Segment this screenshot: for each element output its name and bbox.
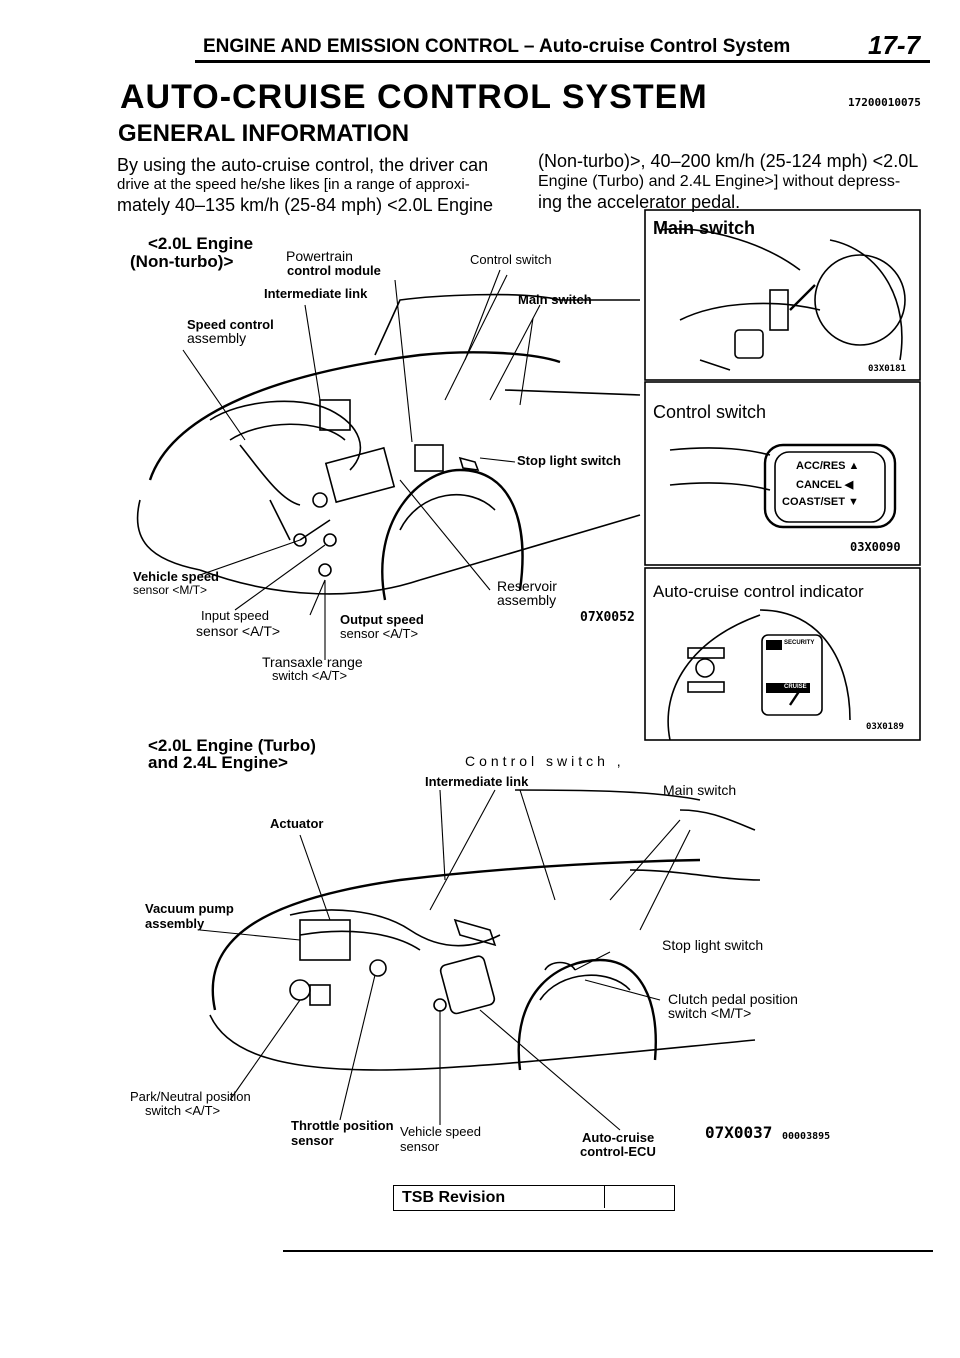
label-speed-control-1: Speed control bbox=[187, 317, 274, 332]
label-intermediate-link-2: Intermediate link bbox=[425, 774, 529, 789]
control-switch-acc-res: ACC/RES ▲ bbox=[796, 460, 860, 472]
header-rule bbox=[195, 60, 930, 63]
footer-rule bbox=[283, 1250, 933, 1252]
indicator-security-badge: SECURITY bbox=[784, 640, 815, 646]
tsb-revision-box: TSB Revision bbox=[393, 1185, 675, 1211]
panel-control-switch-code: 03X0090 bbox=[850, 540, 901, 554]
label-speed-control-2: assembly bbox=[187, 330, 247, 346]
para-line-4: (Non-turbo)>, 40–200 km/h (25-124 mph) <… bbox=[538, 151, 919, 171]
label-reservoir-1: Reservoir bbox=[497, 578, 557, 594]
section-subtitle: GENERAL INFORMATION bbox=[118, 120, 410, 147]
label-park-neutral-2: switch <A/T> bbox=[145, 1103, 221, 1118]
indicator-cruise-badge: CRUISE bbox=[784, 684, 807, 690]
label-throttle-1: Throttle position bbox=[291, 1118, 394, 1133]
label-auto-cruise-ecu-1: Auto-cruise bbox=[582, 1130, 655, 1145]
label-park-neutral-1: Park/Neutral position bbox=[130, 1089, 251, 1104]
panel-indicator-code: 03X0189 bbox=[866, 722, 904, 732]
label-throttle-2: sensor bbox=[291, 1133, 334, 1148]
diagram1-heading-line2: (Non-turbo)> bbox=[130, 252, 234, 271]
diagram1-heading-line1: <2.0L Engine bbox=[148, 234, 254, 253]
diagram2-code-2: 00003895 bbox=[782, 1131, 831, 1142]
label-stop-light-switch-1: Stop light switch bbox=[517, 453, 621, 468]
para-line-2: drive at the speed he/she likes [in a ra… bbox=[117, 176, 470, 193]
label-clutch-1: Clutch pedal position bbox=[668, 991, 798, 1007]
panel-indicator-label: Auto-cruise control indicator bbox=[653, 582, 864, 601]
label-output-speed-2: sensor <A/T> bbox=[340, 626, 419, 641]
para-line-1: By using the auto-cruise control, the dr… bbox=[117, 155, 489, 175]
diagram2-code: 07X0037 bbox=[705, 1123, 773, 1142]
label-powertrain-1: Powertrain bbox=[286, 248, 353, 264]
label-vehicle-speed-3: Vehicle speed bbox=[400, 1124, 481, 1139]
label-reservoir-2: assembly bbox=[497, 592, 557, 608]
label-actuator: Actuator bbox=[270, 816, 324, 831]
label-control-switch-2: Control switch , bbox=[465, 753, 625, 769]
diagram1-code: 07X0052 bbox=[580, 610, 635, 625]
label-control-switch-1: Control switch bbox=[470, 252, 552, 267]
label-intermediate-link-1: Intermediate link bbox=[264, 286, 368, 301]
control-switch-coast-set: COAST/SET ▼ bbox=[782, 496, 859, 508]
panel-control-switch-label: Control switch bbox=[653, 402, 767, 422]
label-main-switch-2: Main switch bbox=[663, 782, 737, 798]
page-title: AUTO-CRUISE CONTROL SYSTEM bbox=[120, 78, 708, 116]
section-header: ENGINE AND EMISSION CONTROL – Auto-cruis… bbox=[203, 36, 791, 57]
label-transaxle-2: switch <A/T> bbox=[272, 668, 348, 683]
diagram2-heading-line2: and 2.4L Engine> bbox=[148, 753, 288, 772]
label-vehicle-speed-1: Vehicle speed bbox=[133, 569, 219, 584]
label-powertrain-2: control module bbox=[287, 263, 381, 278]
tsb-divider bbox=[604, 1186, 605, 1208]
label-clutch-2: switch <M/T> bbox=[668, 1005, 752, 1021]
control-switch-cancel: CANCEL ◀ bbox=[796, 479, 854, 491]
label-vacuum-pump-2: assembly bbox=[145, 916, 205, 931]
label-stop-light-switch-2: Stop light switch bbox=[662, 937, 764, 953]
label-output-speed-1: Output speed bbox=[340, 612, 424, 627]
tsb-revision-label: TSB Revision bbox=[402, 1189, 506, 1206]
diagram2-heading-line1: <2.0L Engine (Turbo) bbox=[148, 736, 316, 755]
label-vehicle-speed-2: sensor <M/T> bbox=[133, 583, 208, 597]
page-number: 17-7 bbox=[868, 30, 921, 60]
label-input-speed-2: sensor <A/T> bbox=[196, 623, 281, 639]
label-vacuum-pump-1: Vacuum pump bbox=[145, 901, 234, 916]
label-vehicle-speed-4: sensor bbox=[400, 1139, 440, 1154]
label-auto-cruise-ecu-2: control-ECU bbox=[580, 1144, 656, 1159]
panel-main-switch-code: 03X0181 bbox=[868, 364, 906, 374]
para-line-6: ing the accelerator pedal. bbox=[538, 192, 741, 212]
label-input-speed-1: Input speed bbox=[201, 608, 269, 623]
doc-code: 17200010075 bbox=[848, 96, 921, 109]
label-transaxle-1: Transaxle range bbox=[262, 654, 363, 670]
para-line-3: mately 40–135 km/h (25-84 mph) <2.0L Eng… bbox=[117, 195, 494, 215]
para-line-5: Engine (Turbo) and 2.4L Engine>] without… bbox=[538, 173, 901, 190]
panel-main-switch-label: Main switch bbox=[653, 218, 756, 238]
label-main-switch-1: Main switch bbox=[518, 292, 592, 307]
